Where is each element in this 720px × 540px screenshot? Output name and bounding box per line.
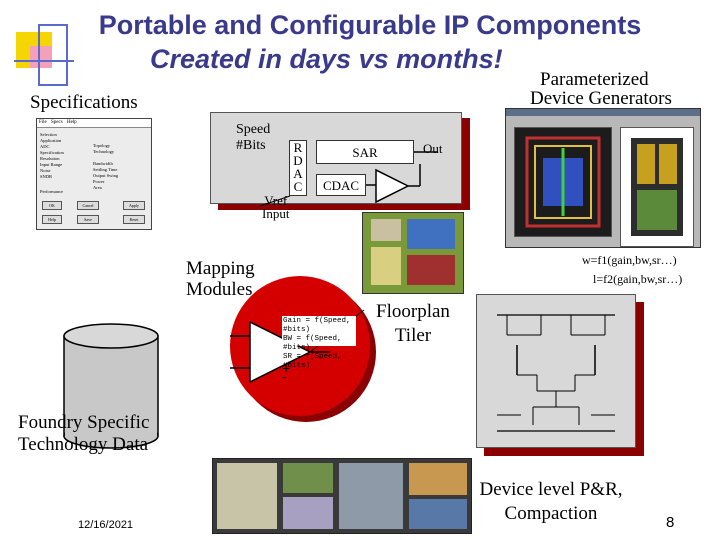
spec-field: Resolution bbox=[40, 156, 60, 161]
floorplan-line2: Tiler bbox=[394, 325, 432, 346]
deco-square-blue-outline bbox=[38, 24, 68, 86]
rdac-block: R D A C bbox=[289, 140, 307, 196]
slide-date: 12/16/2021 bbox=[78, 519, 134, 531]
comparator-triangle bbox=[375, 168, 410, 204]
spec-tab-help[interactable]: Help bbox=[66, 120, 77, 125]
schematic-panel bbox=[476, 294, 636, 448]
spec-field: Noise bbox=[40, 168, 51, 173]
opamp-triangle bbox=[249, 320, 312, 384]
mapping-line2: Modules bbox=[186, 279, 253, 300]
l-equation: l=f2(gain,bw,sr…) bbox=[593, 272, 683, 286]
spec-field: Technology bbox=[93, 149, 115, 154]
opamp-minus: - bbox=[282, 368, 287, 384]
mapping-line1: Mapping bbox=[186, 258, 255, 279]
foundry-label: Foundry Specific Technology Data bbox=[18, 412, 149, 456]
deco-square-pink bbox=[30, 46, 52, 68]
spec-tab-file[interactable]: File bbox=[39, 120, 47, 125]
spec-window-titlebar: File Specs Help bbox=[37, 119, 151, 128]
parameterized-line1: Parameterized bbox=[540, 69, 649, 90]
spec-tab-specs[interactable]: Specs bbox=[51, 120, 63, 125]
transistor-schematic bbox=[497, 314, 615, 432]
layout-window-right bbox=[620, 127, 694, 247]
mapping-modules-label: Mapping Modules bbox=[186, 258, 255, 300]
spec-section-performance: Performance bbox=[40, 189, 63, 194]
w-equation: w=f1(gain,bw,sr…) bbox=[582, 253, 677, 267]
equations-box: Gain = f(Speed, #bits) BW = f(Speed, #bi… bbox=[282, 316, 356, 370]
spec-button-ok[interactable]: OK bbox=[42, 201, 62, 210]
spec-button-help[interactable]: Help bbox=[42, 215, 62, 224]
spec-field: SNDR bbox=[40, 174, 53, 179]
spec-section-selection: Selection bbox=[40, 132, 57, 137]
layout-window-left bbox=[514, 127, 612, 237]
cdac-block: CDAC bbox=[316, 174, 366, 196]
spec-button-apply[interactable]: Apply bbox=[123, 201, 145, 210]
deco-line-blue bbox=[14, 60, 74, 62]
spec-field: Settling Time bbox=[93, 167, 118, 172]
input-text: Input bbox=[262, 206, 290, 221]
eq-gain: Gain = f(Speed, #bits) bbox=[283, 317, 351, 334]
floorplan-tiler-label: Floorplan Tiler bbox=[370, 300, 456, 348]
slide-title-line2: Created in days vs months! bbox=[150, 44, 503, 74]
spec-button-reset[interactable]: Reset bbox=[123, 215, 145, 224]
spec-field: Bandwidth bbox=[93, 161, 113, 166]
eq-sr: SR = f(Speed, #bits) bbox=[283, 353, 342, 370]
spec-field: Topology bbox=[93, 143, 111, 148]
speed-label: Speed #Bits bbox=[236, 122, 270, 154]
foundry-line2: Technology Data bbox=[18, 434, 149, 455]
slide-title-line1: Portable and Configurable IP Components bbox=[98, 10, 642, 40]
eq-bw: BW = f(Speed, #bits) bbox=[283, 335, 342, 352]
spec-section-specification: Specification bbox=[40, 150, 64, 155]
foundry-line1: Foundry Specific bbox=[18, 412, 150, 433]
device-pr-label: Device level P&R, Compaction bbox=[470, 478, 632, 526]
spec-field: Input Range bbox=[40, 162, 63, 167]
opamp-plus: + bbox=[282, 360, 291, 376]
vref-text: Vref bbox=[264, 193, 288, 208]
device-pr-line1: Device level P&R, bbox=[479, 479, 623, 500]
spec-window: File Specs Help Selection Application AD… bbox=[36, 118, 152, 230]
sar-block: SAR bbox=[316, 140, 414, 164]
device-pr-line2: Compaction bbox=[504, 503, 598, 524]
die-layout-image bbox=[212, 458, 472, 534]
bits-text: #Bits bbox=[236, 138, 266, 153]
spec-field: Area bbox=[93, 185, 102, 190]
spec-button-save[interactable]: Save bbox=[77, 215, 99, 224]
vref-label: Vref Input bbox=[262, 194, 289, 220]
spec-button-cancel[interactable]: Cancel bbox=[77, 201, 99, 210]
out-label: Out bbox=[423, 141, 443, 156]
spec-field: Power bbox=[93, 179, 105, 184]
floorplan-line1: Floorplan bbox=[376, 301, 450, 322]
spec-field: Output Swing bbox=[93, 173, 119, 178]
chip-layout-image bbox=[362, 212, 464, 294]
slide-page-number: 8 bbox=[666, 514, 675, 531]
speed-text: Speed bbox=[236, 122, 271, 137]
spec-section-application: Application bbox=[40, 138, 62, 143]
spec-field: ADC bbox=[40, 144, 50, 149]
device-generator-screen bbox=[505, 108, 701, 248]
specifications-label: Specifications bbox=[30, 92, 138, 113]
device-generators-label: Device Generators bbox=[530, 88, 672, 109]
